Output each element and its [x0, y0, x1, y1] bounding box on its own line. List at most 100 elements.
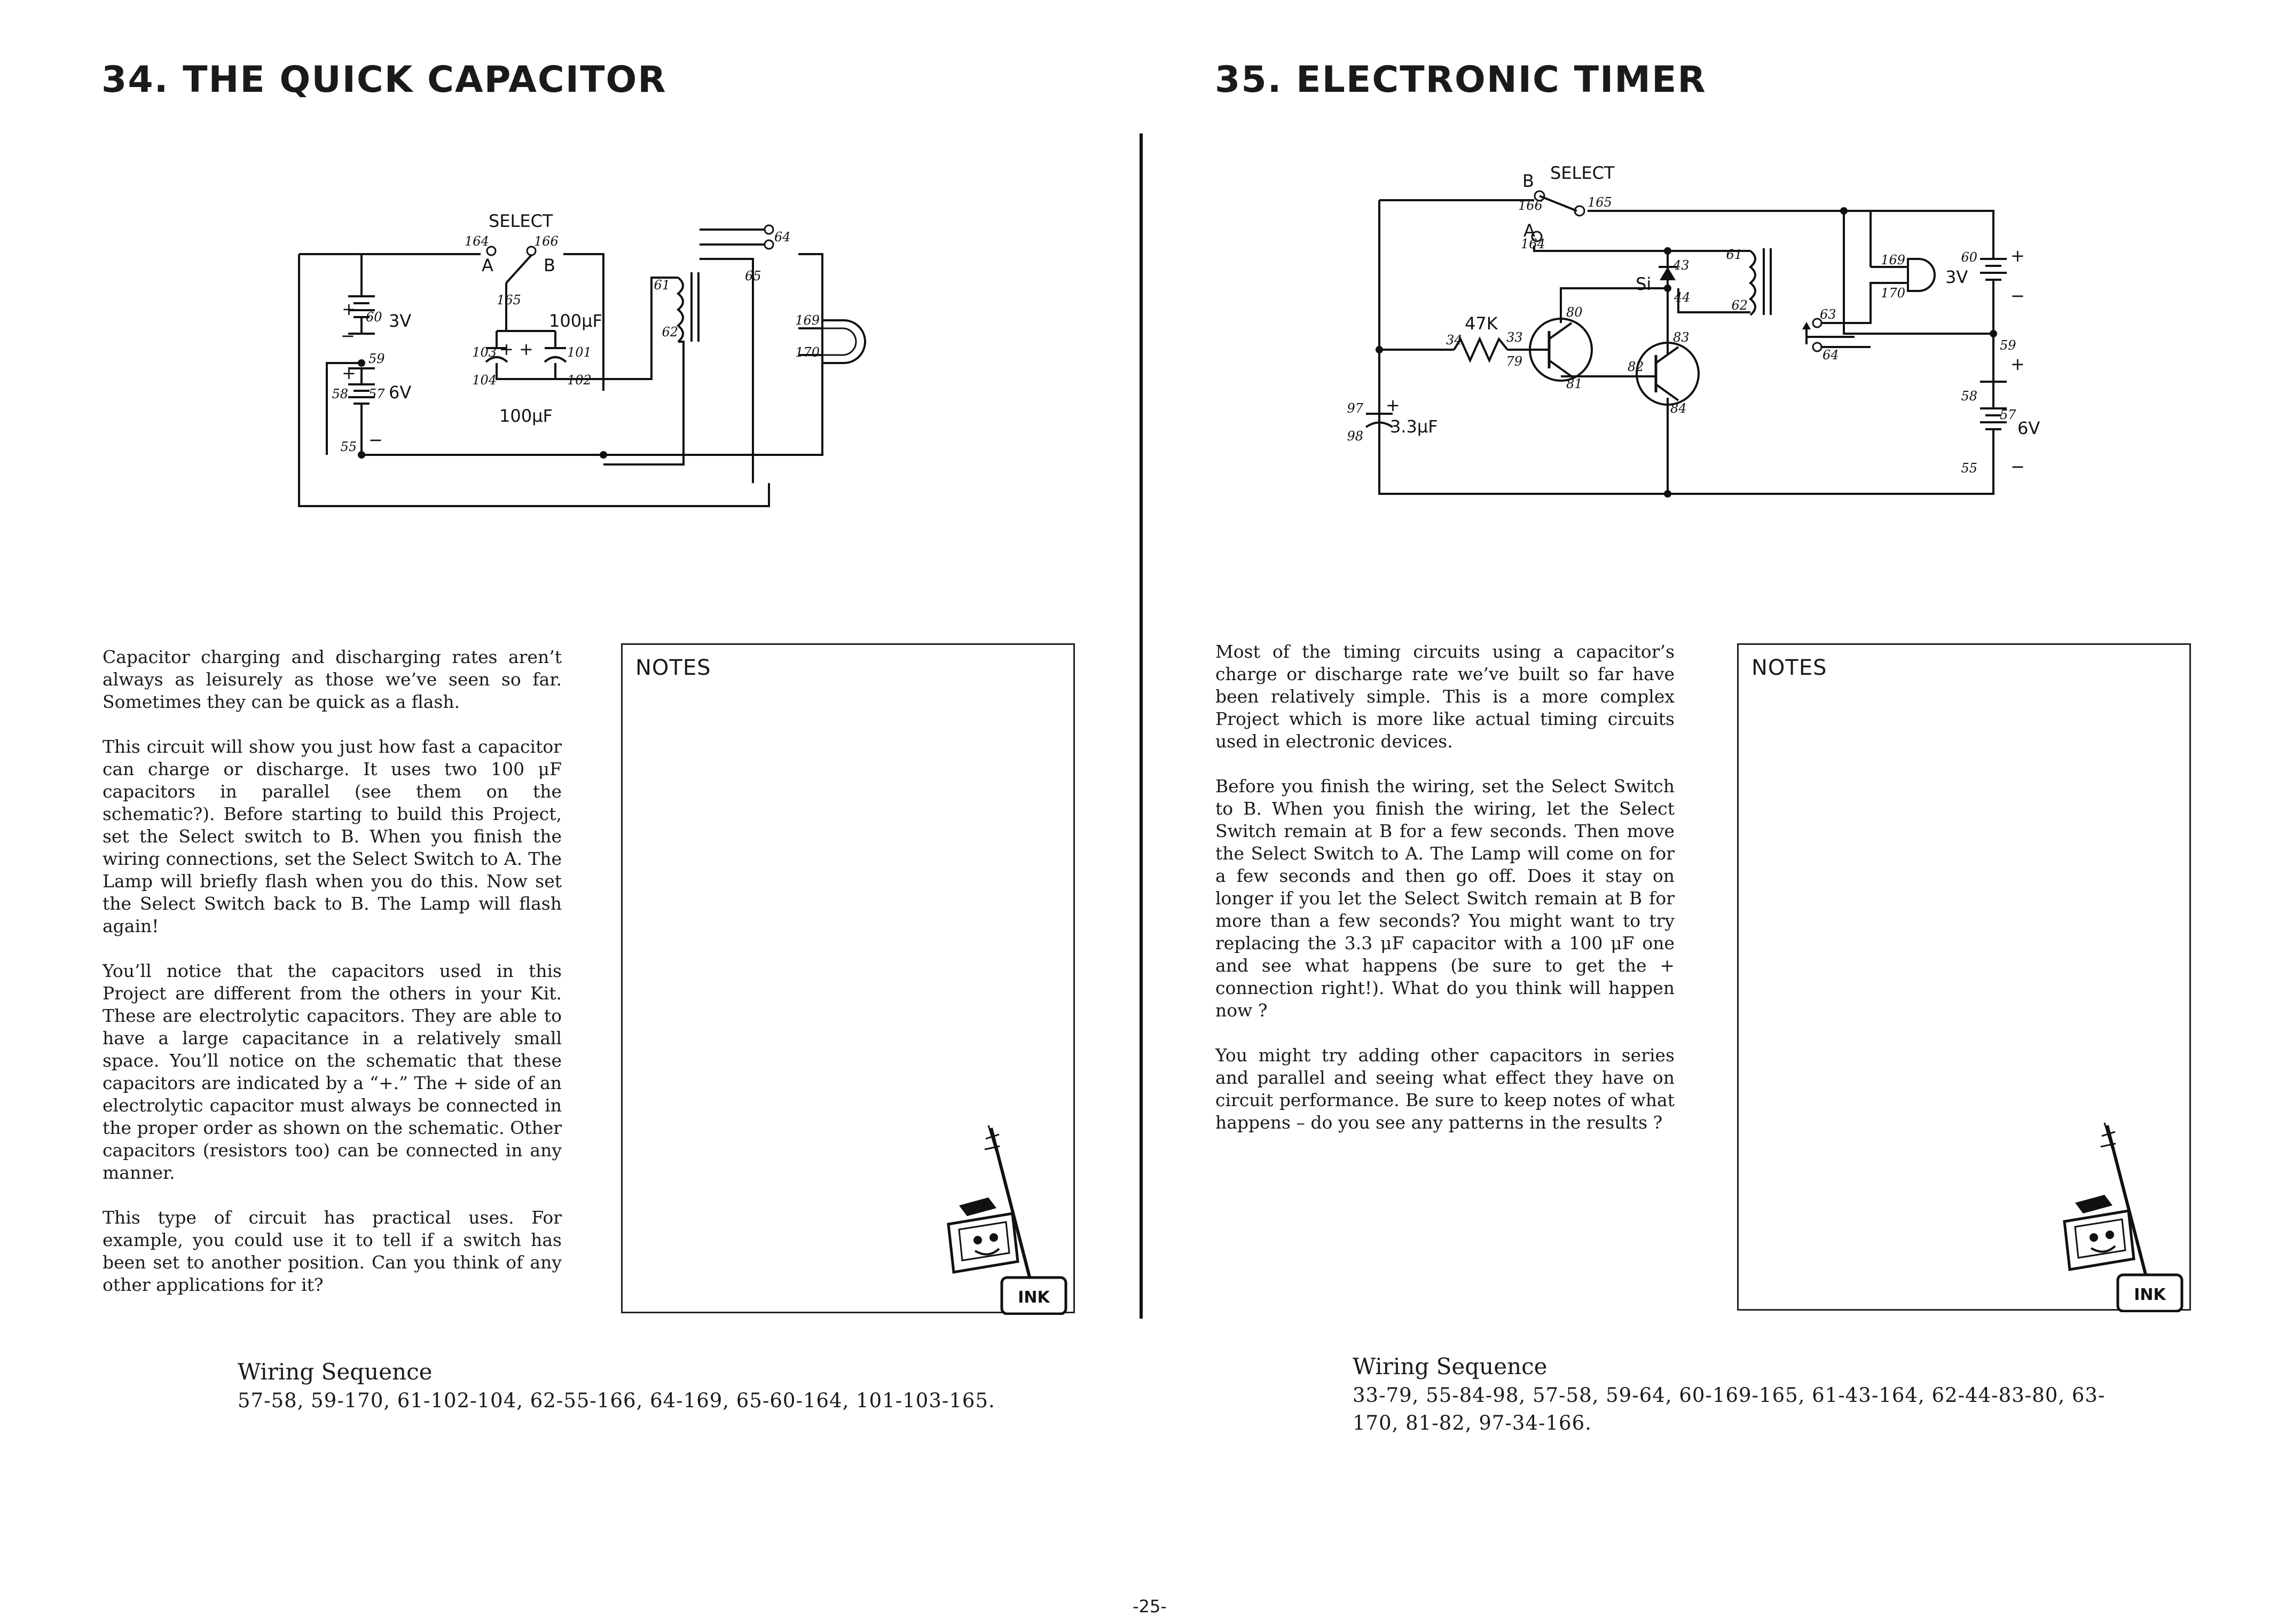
svg-text:6V: 6V — [2017, 418, 2040, 438]
svg-text:103: 103 — [472, 345, 497, 360]
svg-text:−: − — [368, 430, 383, 450]
left-paragraph: This type of circuit has practical uses.… — [103, 1207, 562, 1295]
svg-text:+: + — [2010, 354, 2025, 374]
svg-text:104: 104 — [472, 373, 497, 388]
svg-text:−: − — [2010, 456, 2025, 477]
left-page-title: 34. THE QUICK CAPACITOR — [101, 59, 667, 101]
svg-text:64: 64 — [1823, 348, 1839, 362]
svg-text:166: 166 — [534, 234, 559, 249]
svg-text:58: 58 — [332, 387, 348, 401]
left-paragraph: Capacitor charging and discharging rates… — [103, 647, 562, 712]
svg-text:58: 58 — [1961, 389, 1977, 404]
svg-text:61: 61 — [654, 278, 670, 293]
svg-text:B: B — [544, 255, 555, 275]
notes-box: NOTES INK — [621, 643, 1075, 1315]
svg-text:64: 64 — [774, 230, 791, 245]
right-paragraph: Most of the timing circuits using a capa… — [1215, 641, 1675, 752]
svg-text:60: 60 — [366, 310, 382, 325]
right-paragraph: You might try adding other capacitors in… — [1215, 1045, 1675, 1133]
svg-text:34: 34 — [1446, 333, 1463, 348]
svg-text:166: 166 — [1518, 198, 1543, 213]
svg-text:169: 169 — [795, 313, 820, 328]
svg-text:164: 164 — [1521, 236, 1545, 251]
svg-text:A: A — [1523, 220, 1535, 241]
wiring-sequence-text: 57-58, 59-170, 61-102-104, 62-55-166, 64… — [238, 1389, 995, 1412]
svg-text:6V: 6V — [389, 382, 411, 403]
svg-text:82: 82 — [1628, 359, 1644, 374]
svg-text:43: 43 — [1672, 258, 1690, 273]
svg-text:+: + — [519, 339, 533, 359]
svg-text:83: 83 — [1673, 330, 1690, 345]
svg-text:60: 60 — [1961, 250, 1977, 265]
left-body-text: Capacitor charging and discharging rates… — [103, 646, 562, 1319]
svg-text:79: 79 — [1506, 354, 1522, 369]
left-paragraph: You’ll notice that the capacitors used i… — [103, 960, 562, 1183]
svg-text:61: 61 — [1726, 247, 1742, 262]
svg-text:−: − — [341, 326, 355, 346]
left-wiring-sequence: Wiring Sequence 57-58, 59-170, 61-102-10… — [238, 1359, 995, 1415]
svg-text:63: 63 — [1820, 307, 1836, 322]
right-body-text: Most of the timing circuits using a capa… — [1215, 641, 1675, 1156]
svg-text:3.3μF: 3.3μF — [1390, 416, 1438, 437]
notes-label: NOTES — [635, 656, 711, 680]
wiring-sequence-title: Wiring Sequence — [1353, 1353, 1548, 1379]
svg-text:97: 97 — [1347, 401, 1363, 416]
svg-text:164: 164 — [465, 234, 489, 249]
svg-text:62: 62 — [662, 325, 678, 340]
svg-text:100μF: 100μF — [549, 311, 602, 331]
svg-text:3V: 3V — [1945, 267, 1968, 287]
svg-text:57: 57 — [368, 387, 385, 401]
wiring-sequence-text: 33-79, 55-84-98, 57-58, 59-64, 60-169-16… — [1353, 1384, 2106, 1434]
svg-text:+: + — [342, 299, 356, 319]
svg-text:55: 55 — [340, 439, 357, 454]
svg-text:81: 81 — [1566, 376, 1583, 391]
svg-text:+: + — [342, 363, 356, 383]
right-page: 35. ELECTRONIC TIMER — [1139, 0, 2278, 1624]
svg-text:165: 165 — [1588, 195, 1612, 210]
svg-text:B: B — [1522, 171, 1534, 191]
svg-text:84: 84 — [1670, 401, 1687, 416]
scribe-mascot-icon: INK — [2063, 1122, 2183, 1312]
svg-text:44: 44 — [1674, 290, 1691, 305]
page-divider — [1140, 133, 1143, 1319]
mascot-sign-text: INK — [2134, 1286, 2166, 1304]
svg-text:101: 101 — [567, 345, 592, 360]
svg-text:98: 98 — [1347, 429, 1363, 444]
svg-text:62: 62 — [1731, 298, 1748, 313]
svg-text:59: 59 — [2000, 338, 2016, 353]
mascot-sign-text: INK — [1018, 1288, 1050, 1307]
right-wiring-sequence: Wiring Sequence 33-79, 55-84-98, 57-58, … — [1353, 1353, 2127, 1437]
select-label: SELECT — [489, 211, 553, 231]
svg-text:A: A — [482, 255, 493, 275]
svg-text:165: 165 — [497, 293, 521, 308]
svg-text:+: + — [499, 339, 514, 359]
svg-text:Si: Si — [1636, 274, 1651, 294]
left-paragraph: This circuit will show you just how fast… — [103, 736, 562, 936]
svg-text:102: 102 — [567, 373, 592, 388]
wiring-sequence-title: Wiring Sequence — [238, 1359, 433, 1385]
right-paragraph: Before you finish the wiring, set the Se… — [1215, 776, 1675, 1021]
scribe-mascot-icon: INK — [947, 1125, 1067, 1315]
page-number: -25- — [1133, 1596, 1167, 1617]
svg-text:169: 169 — [1881, 253, 1905, 267]
svg-text:65: 65 — [745, 269, 761, 283]
svg-text:57: 57 — [2000, 407, 2016, 422]
right-page-title: 35. ELECTRONIC TIMER — [1215, 59, 1707, 101]
svg-text:100μF: 100μF — [499, 406, 553, 426]
svg-text:+: + — [2010, 246, 2025, 266]
notes-label: NOTES — [1751, 656, 1827, 680]
svg-text:33: 33 — [1506, 330, 1523, 345]
left-page: 34. THE QUICK CAPACITOR — [101, 59, 1075, 1415]
notes-box: NOTES INK — [1737, 643, 2191, 1312]
quick-capacitor-schematic: SELECT 164 166 A B 165 100μF + + 103 101… — [298, 211, 866, 507]
svg-text:170: 170 — [1881, 286, 1905, 301]
svg-text:3V: 3V — [389, 311, 411, 331]
svg-text:170: 170 — [795, 345, 820, 360]
svg-text:55: 55 — [1961, 461, 1977, 476]
svg-text:59: 59 — [368, 351, 385, 366]
svg-text:+: + — [1386, 395, 1400, 415]
svg-text:−: − — [2010, 286, 2025, 306]
svg-text:47K: 47K — [1465, 313, 1498, 334]
select-label: SELECT — [1550, 163, 1615, 183]
electronic-timer-schematic: SELECT B 166 165 A 164 47K 34 33 79 80 8… — [1347, 163, 2040, 498]
